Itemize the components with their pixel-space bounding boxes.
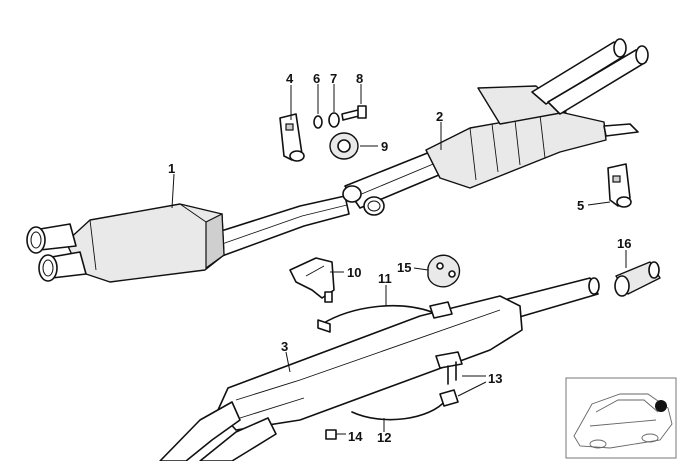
callout-9: 9 — [381, 139, 388, 154]
callout-6: 6 — [313, 71, 320, 86]
callout-labels: 1 2 3 4 5 6 7 8 9 10 11 12 13 14 15 16 — [168, 71, 631, 445]
leader-lines — [171, 84, 627, 435]
callout-12: 12 — [377, 430, 391, 445]
callout-4: 4 — [286, 71, 294, 86]
part-10-holder[interactable] — [289, 257, 335, 303]
part-15-rubber-mounting[interactable] — [427, 254, 461, 288]
part-11-clamp[interactable] — [317, 301, 453, 333]
callout-5: 5 — [577, 198, 584, 213]
location-marker-icon — [655, 400, 667, 412]
part-3-lower-silencer[interactable] — [159, 277, 600, 461]
callout-10: 10 — [347, 265, 361, 280]
part-4-bracket[interactable] — [279, 113, 305, 162]
part-5-bracket[interactable] — [607, 163, 632, 208]
callout-8: 8 — [356, 71, 363, 86]
part-9-rubber-mounting[interactable] — [329, 132, 359, 160]
part-8-bolt[interactable] — [341, 105, 367, 121]
callout-1: 1 — [168, 161, 175, 176]
part-1-front-pipe-catalytic-converter[interactable] — [26, 195, 350, 283]
part-13-bracket[interactable] — [435, 351, 463, 385]
part-2-middle-silencer-assembly[interactable] — [342, 38, 649, 216]
callout-13: 13 — [488, 371, 502, 386]
callout-11: 11 — [378, 271, 392, 286]
callout-15: 15 — [397, 260, 411, 275]
callout-2: 2 — [436, 109, 443, 124]
part-12-clamp[interactable] — [351, 389, 459, 421]
vehicle-locator-thumbnail — [565, 377, 677, 459]
callout-3: 3 — [281, 339, 288, 354]
callout-14: 14 — [348, 429, 363, 444]
part-16-tail-pipe-trim[interactable] — [614, 261, 661, 297]
callout-16: 16 — [617, 236, 631, 251]
callout-7: 7 — [330, 71, 337, 86]
part-14-nut[interactable] — [325, 429, 337, 440]
part-6-washer[interactable] — [313, 115, 323, 129]
part-7-washer[interactable] — [328, 112, 340, 128]
